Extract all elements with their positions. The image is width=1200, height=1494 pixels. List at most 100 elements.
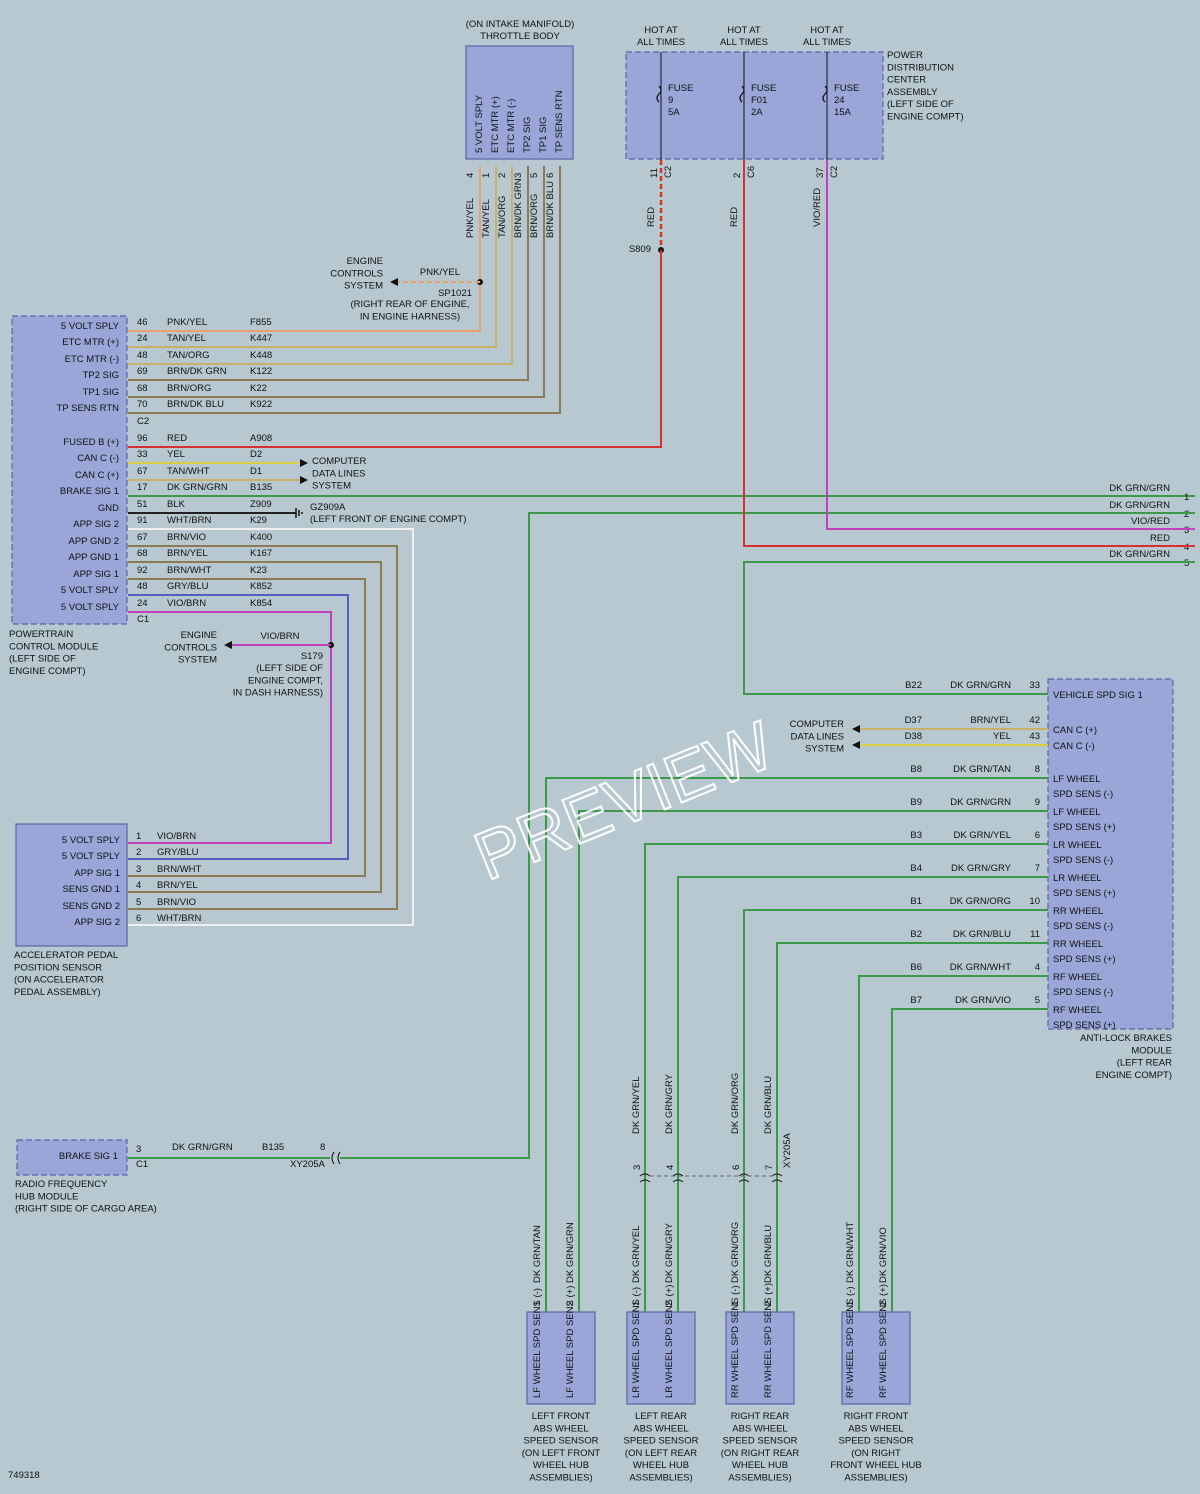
right-connector-pin: 5: [1184, 558, 1189, 569]
sensor-wire-label: DK GRN/VIO: [878, 1227, 889, 1283]
pcm-circuit-label: K22: [250, 383, 267, 394]
vio-red-wire: [826, 160, 1195, 530]
wheel-speed-wire: [644, 843, 1048, 1312]
wheel-speed-wire: [891, 1008, 1048, 1312]
pcm-circuit-label: K448: [250, 350, 272, 361]
abs-pin-label: RR WHEEL: [1053, 939, 1103, 950]
wheel-speed-sensor: [841, 1311, 911, 1405]
pcm-pin-label: BRAKE SIG 1: [60, 486, 119, 497]
sensor-wire-label: DK GRN/YEL: [631, 1225, 642, 1283]
fuse-icon: [739, 85, 745, 103]
anti-lock-brakes-module: [1047, 678, 1174, 1030]
pcm-pin-label: 5 VOLT SPLY: [61, 321, 120, 332]
throttle-pin-label: ETC MTR (+): [490, 96, 501, 153]
right-connector-pin: 1: [1184, 492, 1189, 503]
abs-wire-label: DK GRN/GRY: [951, 863, 1012, 874]
pcm-pin-number: 67: [137, 532, 148, 543]
throttle-pin-number: 2: [497, 173, 508, 178]
vehicle-speed-wire: [743, 561, 1195, 695]
pcm-pin-label: APP SIG 1: [73, 569, 119, 580]
fuse-label: FUSE: [834, 83, 859, 94]
computer-data-lines-label: COMPUTER: [312, 456, 367, 467]
pcm-circuit-label: K922: [250, 399, 272, 410]
fuse-number: F01: [751, 95, 767, 106]
pcm-title: (LEFT SIDE OF: [9, 654, 76, 665]
pdc-pin-number: 11: [649, 168, 660, 178]
throttle-wire: [128, 166, 529, 381]
pdc-pin-number: 2: [732, 173, 743, 178]
arrow-left-icon: [852, 741, 860, 749]
sensor-title: (ON RIGHT: [851, 1448, 901, 1459]
pcm-wire-label: RED: [167, 433, 187, 444]
radio-frequency-hub-module: [16, 1139, 128, 1176]
abs-pin-label: RF WHEEL: [1053, 1005, 1102, 1016]
arrow-left-icon: [224, 641, 232, 649]
pdc-wire-label: RED: [729, 207, 740, 227]
engine-controls-label: SYSTEM: [178, 655, 217, 666]
ground-icon: [295, 508, 303, 518]
abs-wire-label: DK GRN/BLU: [953, 929, 1011, 940]
throttle-wire: [128, 166, 561, 414]
pcm-title: POWERTRAIN: [9, 629, 73, 640]
inline-connector-icon: [639, 1173, 651, 1183]
throttle-pin-label: ETC MTR (-): [506, 99, 517, 153]
all-times-label: ALL TIMES: [803, 37, 851, 48]
engine-controls-label: ENGINE: [181, 630, 217, 641]
throttle-body-title: (ON INTAKE MANIFOLD): [466, 19, 575, 30]
pcm-pin-label: FUSED B (+): [63, 437, 119, 448]
pcm-pin-number: 33: [137, 449, 148, 460]
apps-pin-number: 2: [136, 847, 141, 858]
splice-s179-location: IN DASH HARNESS): [233, 688, 323, 699]
right-connector-pin: 4: [1184, 542, 1189, 553]
pcm-pin-number: 96: [137, 433, 148, 444]
abs-wire-label: DK GRN/GRN: [950, 797, 1011, 808]
arrow-right-icon: [300, 459, 308, 467]
throttle-pin-label: TP1 SIG: [538, 117, 549, 153]
pcm-pin-label: CAN C (-): [77, 453, 119, 464]
sensor-title: FRONT WHEEL HUB: [830, 1460, 921, 1471]
pcm-circuit-label: K23: [250, 565, 267, 576]
rfhm-inline-conn: XY205A: [290, 1159, 326, 1170]
pcm-circuit-label: K852: [250, 581, 272, 592]
fuse-amp: 2A: [751, 107, 763, 118]
pcm-wire-label: PNK/YEL: [167, 317, 207, 328]
splice-s179-label: S179: [301, 651, 323, 662]
xy205a-label: XY205A: [782, 1132, 793, 1168]
sensor-title: ABS WHEEL: [633, 1423, 688, 1434]
pdc-connector-label: C6: [746, 166, 757, 178]
sensor-title: (ON LEFT REAR: [625, 1448, 697, 1459]
abs-pin-label: LF WHEEL: [1053, 807, 1101, 818]
sensor-title: SPEED SENSOR: [723, 1436, 798, 1447]
pcm-circuit-label: K400: [250, 532, 272, 543]
abs-pin-label: RF WHEEL: [1053, 972, 1102, 983]
pcm-title: ENGINE COMPT): [9, 666, 86, 677]
inline-connector-icon: [738, 1173, 750, 1183]
diagram-id: 749318: [8, 1470, 40, 1481]
computer-data-lines-label: SYSTEM: [805, 744, 844, 755]
splice-sp1021-location: IN ENGINE HARNESS): [360, 311, 460, 322]
engine-controls-label: ENGINE: [347, 256, 383, 267]
sensor-title: SPEED SENSOR: [839, 1436, 914, 1447]
sensor-pin-number: 1: [845, 1301, 856, 1306]
rfhm-pin-number: 3: [136, 1144, 141, 1155]
pcm-circuit-label: K167: [250, 548, 272, 559]
pcm-circuit-label: Z909: [250, 499, 272, 510]
splice-s179-location: (LEFT SIDE OF: [256, 663, 323, 674]
abs-pin-number: 4: [1035, 962, 1040, 973]
pcm-circuit-label: A908: [250, 433, 272, 444]
fuse-amp: 15A: [834, 107, 852, 118]
all-times-label: ALL TIMES: [720, 37, 768, 48]
accelerator-pedal-position-sensor: [15, 823, 128, 947]
fuse-icon: [822, 85, 828, 103]
pcm-circuit-label: K122: [250, 366, 272, 377]
sensor-pin-number: 2: [763, 1301, 774, 1306]
abs-wire-label: YEL: [993, 731, 1011, 742]
pcm-pin-number: 67: [137, 466, 148, 477]
throttle-pin-number: 1: [481, 173, 492, 178]
right-connector-wire: RED: [1150, 533, 1170, 544]
apps-pin-number: 4: [136, 880, 141, 891]
rfhm-wire-label: DK GRN/GRN: [172, 1142, 233, 1153]
power-distribution-center: [625, 51, 884, 160]
fuse-label: FUSE: [668, 83, 693, 94]
sensor-pin-number: 1: [532, 1301, 543, 1306]
